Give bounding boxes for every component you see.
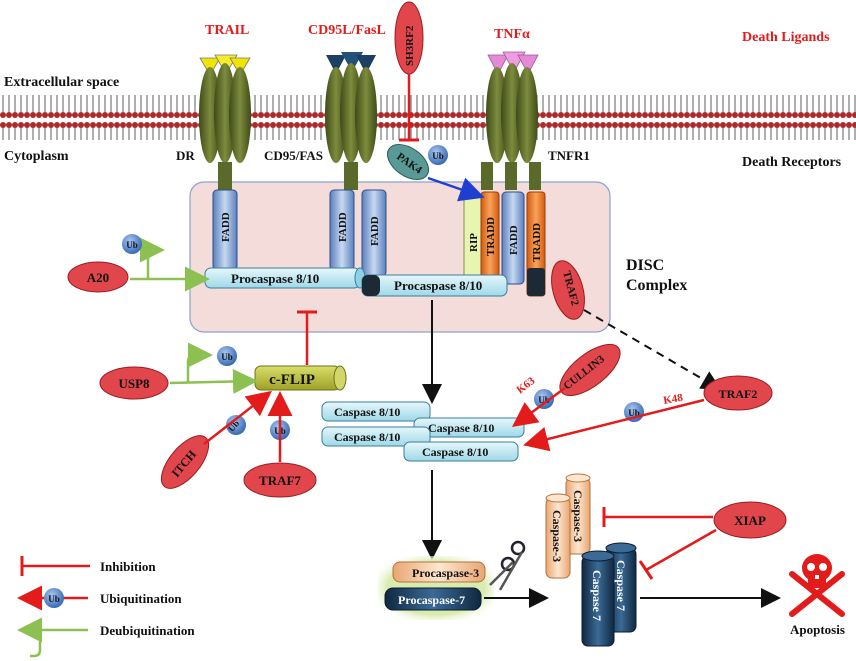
tnfr1-receptor <box>486 63 538 163</box>
k63-label: K63 <box>514 375 537 397</box>
svg-text:FADD: FADD <box>369 216 381 246</box>
svg-text:Ub: Ub <box>628 408 640 418</box>
svg-text:Procaspase-7: Procaspase-7 <box>398 593 465 607</box>
caspase-3-b: Caspase-3 <box>545 493 571 579</box>
legend-ubiquitination: Ubiquitination <box>100 591 182 606</box>
scissors-icon <box>489 540 526 591</box>
svg-text:USP8: USP8 <box>118 376 150 391</box>
xiap-protein: XIAP <box>713 501 787 539</box>
fadd-cd95-b: FADD <box>361 189 387 277</box>
tradd-b: TRADD <box>526 191 546 297</box>
disc-title-1: DISC <box>626 257 664 274</box>
usp8-protein: USP8 <box>99 366 169 400</box>
procaspase-7: Procaspase-7 <box>384 587 482 611</box>
death-ligands-label: Death Ligands <box>742 30 830 45</box>
svg-text:c-FLIP: c-FLIP <box>269 372 315 388</box>
svg-text:Caspase 7: Caspase 7 <box>590 570 604 621</box>
svg-text:Caspase-3: Caspase-3 <box>550 510 564 562</box>
traf2-protein: TRAF2 <box>703 375 773 411</box>
cd95-label: CD95/FAS <box>264 148 323 163</box>
caspase-8-10-3: Caspase 8/10 <box>321 426 431 447</box>
cd95-receptor <box>325 63 377 163</box>
fadd-dr: FADD <box>212 189 238 271</box>
svg-text:FADD: FADD <box>337 212 349 242</box>
pak4-protein: PAK4 <box>387 144 429 180</box>
rip-protein: RIP <box>463 195 483 281</box>
itch-protein: ITCH <box>160 435 210 489</box>
legend: Inhibition Ub Ubiquitination Deubiquitin… <box>17 556 195 658</box>
cd95l-label: CD95L/FasL <box>308 23 386 38</box>
tradd-a: TRADD <box>480 191 500 281</box>
procaspase-3: Procaspase-3 <box>392 561 486 583</box>
svg-text:FADD: FADD <box>220 212 232 242</box>
ub-usp8: Ub <box>217 346 237 366</box>
tnfr1-label: TNFR1 <box>548 148 590 163</box>
caspase-8-10-1: Caspase 8/10 <box>321 401 431 422</box>
disc-title-2: Complex <box>626 277 687 294</box>
cell-membrane <box>0 95 856 140</box>
svg-text:TRADD: TRADD <box>485 217 497 256</box>
svg-text:RIP: RIP <box>468 233 480 252</box>
caspase-3-a: Caspase-3 <box>565 473 591 555</box>
svg-text:TRAF7: TRAF7 <box>259 473 301 488</box>
legend-inhibition: Inhibition <box>100 559 156 574</box>
svg-text:Procaspase 8/10: Procaspase 8/10 <box>394 278 482 293</box>
svg-text:Ub: Ub <box>538 395 550 405</box>
svg-text:Ub: Ub <box>48 594 60 604</box>
trail-label: TRAIL <box>205 23 249 38</box>
traf7-protein: TRAF7 <box>243 462 317 498</box>
svg-text:Caspase 8/10: Caspase 8/10 <box>422 445 488 459</box>
svg-text:TRADD: TRADD <box>531 223 543 262</box>
ub-a20: Ub <box>122 234 142 254</box>
caspase-8-10-2: Caspase 8/10 <box>413 417 525 438</box>
procaspase-8-10-b: Procaspase 8/10 <box>361 274 508 297</box>
death-receptors-label: Death Receptors <box>742 155 842 170</box>
dr-receptor <box>199 63 251 163</box>
skull-crossbones-icon <box>789 554 845 617</box>
svg-text:A20: A20 <box>87 270 109 285</box>
ub-pak4: Ub <box>428 145 448 165</box>
procaspase-8-10-a: Procaspase 8/10 <box>204 267 366 289</box>
tnfa-label: TNFα <box>494 27 530 42</box>
fadd-cd95-a: FADD <box>329 189 355 271</box>
sh3rf2-protein: SH3RF2 <box>394 1 424 75</box>
svg-text:Procaspase-3: Procaspase-3 <box>412 566 479 580</box>
svg-text:Caspase 8/10: Caspase 8/10 <box>428 421 494 435</box>
cytoplasm-label: Cytoplasm <box>4 149 69 164</box>
svg-text:Ub: Ub <box>221 352 233 362</box>
svg-text:Ub: Ub <box>126 240 138 250</box>
cd95l-ligand <box>326 52 376 74</box>
svg-text:Procaspase 8/10: Procaspase 8/10 <box>231 271 319 286</box>
caspase-8-10-4: Caspase 8/10 <box>403 441 519 462</box>
svg-text:FADD: FADD <box>508 225 520 255</box>
a20-protein: A20 <box>67 261 129 293</box>
dr-label: DR <box>176 148 195 163</box>
cflip-protein: c-FLIP <box>254 365 347 391</box>
caspase-7-b: Caspase 7 <box>581 550 615 647</box>
tnfa-ligand <box>487 51 539 75</box>
fadd-tnfr1: FADD <box>501 191 525 285</box>
cullin3-protein: CULLIN3 <box>559 344 621 396</box>
svg-text:Caspase 8/10: Caspase 8/10 <box>334 405 400 419</box>
apoptosis-label: Apoptosis <box>790 622 845 637</box>
pak4-to-tradd-arrow <box>427 176 485 202</box>
svg-text:Caspase 8/10: Caspase 8/10 <box>334 430 400 444</box>
traf2-disc: TRAF2 <box>551 260 585 320</box>
extracellular-label: Extracellular space <box>4 75 119 90</box>
svg-text:Caspase 7: Caspase 7 <box>614 560 628 611</box>
svg-text:TRAF2: TRAF2 <box>719 387 758 401</box>
svg-text:Caspase-3: Caspase-3 <box>571 490 585 542</box>
disc-complex-box <box>189 181 611 333</box>
svg-text:XIAP: XIAP <box>734 513 766 528</box>
legend-deubiquitination: Deubiquitination <box>100 623 195 638</box>
svg-text:Ub: Ub <box>432 151 444 161</box>
k48-label: K48 <box>662 392 684 407</box>
svg-text:SH3RF2: SH3RF2 <box>404 25 416 66</box>
